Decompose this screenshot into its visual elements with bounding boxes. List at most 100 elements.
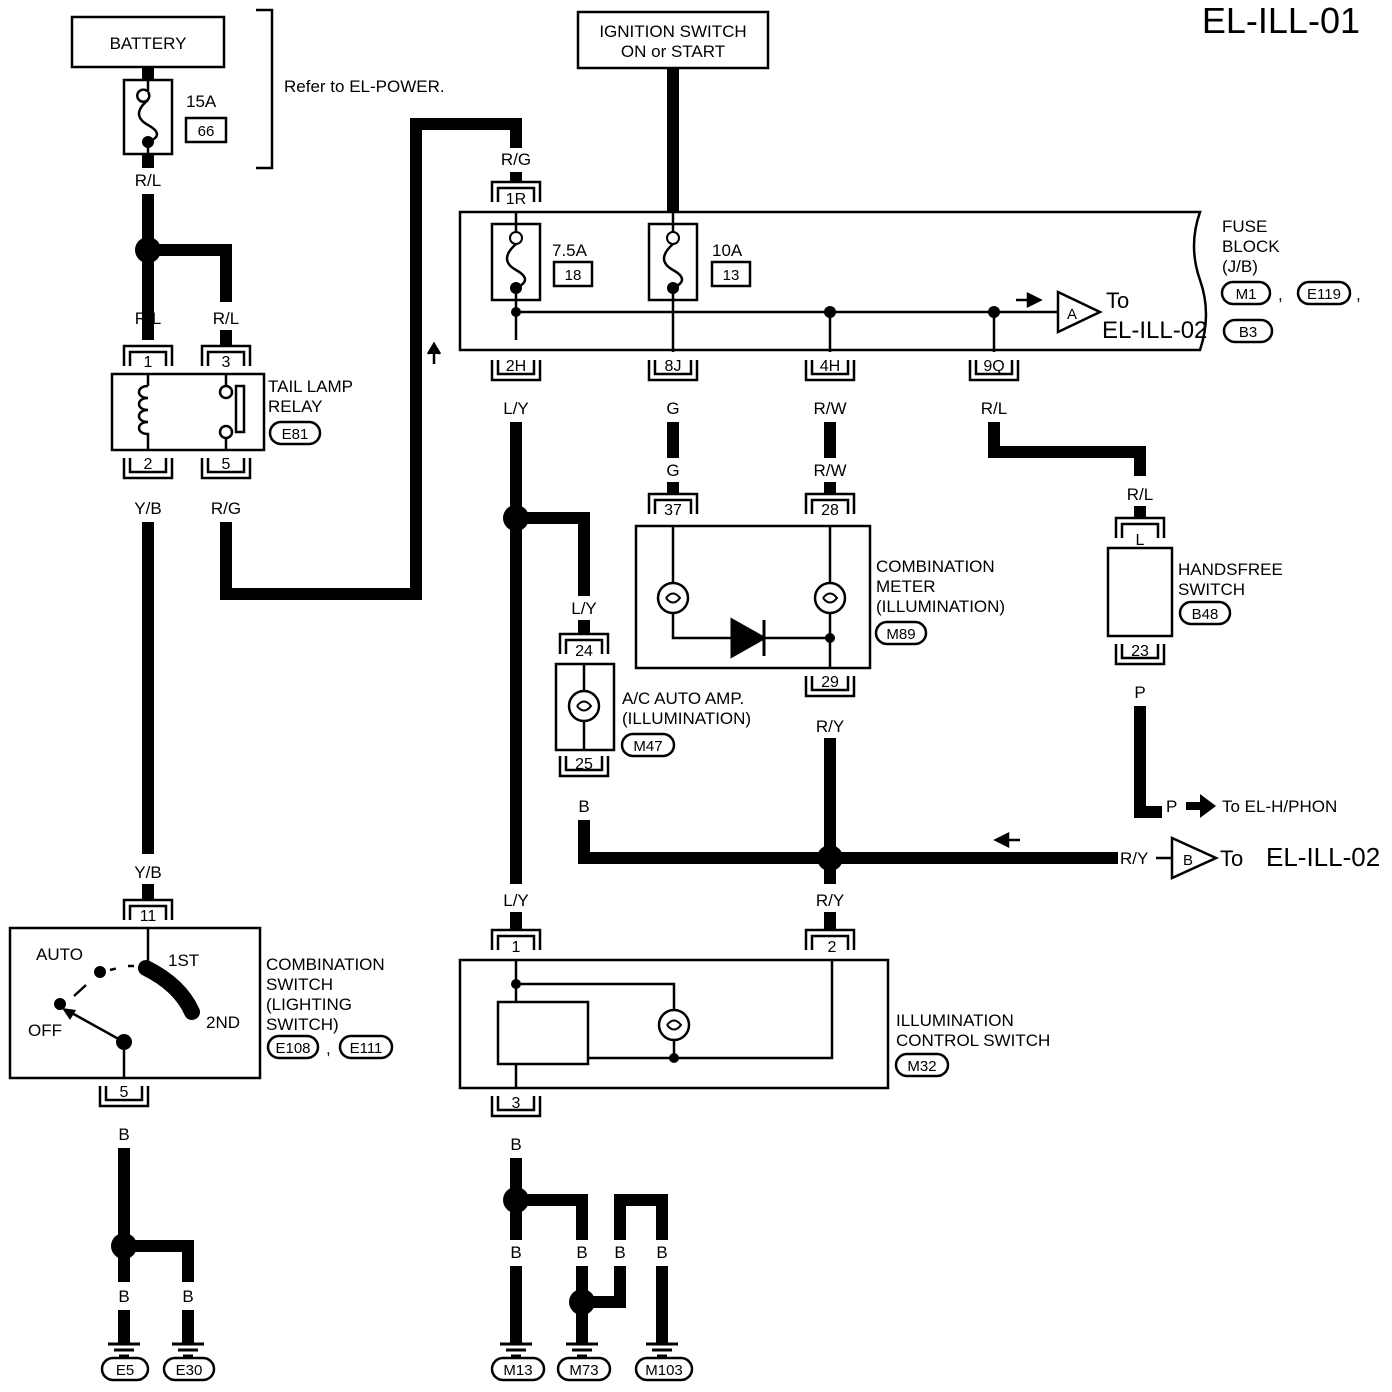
ics-rheostat (496, 1000, 590, 1066)
combo-switch-line3: (LIGHTING (266, 995, 352, 1014)
handsfree-switch (1106, 546, 1174, 638)
wire-ly-ics: L/Y (503, 891, 529, 910)
fb-pin-4h: 4H (820, 358, 840, 375)
wire-ly-a: L/Y (503, 399, 529, 418)
wire-rl-top: R/L (135, 171, 161, 190)
combo-switch-pin-11: 11 (140, 908, 157, 925)
ics-pin-1: 1 (512, 939, 521, 956)
meter-line2: METER (876, 577, 936, 596)
ac-line2: (ILLUMINATION) (622, 709, 751, 728)
combo-switch-line2: SWITCH (266, 975, 333, 994)
offpage-a-letter: A (1067, 306, 1077, 323)
wire-ry-b: R/Y (1120, 849, 1148, 868)
wire-b-m13: B (510, 1243, 521, 1262)
fb-conn-e119: E119 (1307, 286, 1341, 303)
hf-pin-23: 23 (1131, 643, 1149, 660)
meter-line3: (ILLUMINATION) (876, 597, 1005, 616)
ics-line2: CONTROL SWITCH (896, 1031, 1050, 1050)
wire-b-m73b: B (614, 1243, 625, 1262)
wire-ry-ics: R/Y (816, 891, 844, 910)
refer-note: Refer to EL-POWER. (284, 77, 445, 96)
offpage-b-target: EL-ILL-02 (1266, 842, 1380, 872)
pos-2nd: 2ND (206, 1013, 240, 1032)
flow-arrow-left-b (993, 831, 1020, 849)
pos-auto: AUTO (36, 945, 83, 964)
fb-pin-8j: 8J (665, 358, 682, 375)
flow-arrow-right-a (1016, 291, 1043, 309)
relay-pin-5: 5 (222, 456, 231, 473)
battery-label: BATTERY (110, 34, 187, 53)
combo-switch-conn-2: E111 (350, 1040, 383, 1057)
ground-e30: E30 (176, 1362, 203, 1379)
combo-switch-conn-1: E108 (275, 1040, 310, 1057)
ground-e5: E5 (116, 1362, 134, 1379)
ground-m13: M13 (503, 1362, 532, 1379)
meter-pin-28: 28 (821, 502, 839, 519)
wire-rw-b: R/W (813, 461, 846, 480)
fb-sep-1: , (1278, 285, 1283, 304)
hf-line1: HANDSFREE (1178, 560, 1283, 579)
fuse-block-line1: FUSE (1222, 217, 1267, 236)
tail-relay-line1: TAIL LAMP (268, 377, 353, 396)
fuse-b-no: 13 (723, 267, 740, 284)
wire-rw-a: R/W (813, 399, 846, 418)
pos-1st: 1ST (168, 951, 199, 970)
wire-p-b: P (1166, 797, 1177, 816)
wire-ly-ac: L/Y (571, 599, 597, 618)
offpage-a-triangle (1056, 290, 1103, 334)
ignition-line1: IGNITION SWITCH (599, 22, 746, 41)
wire-g-a: G (666, 399, 679, 418)
ics-pin-2: 2 (828, 939, 837, 956)
fuse-a-amp: 7.5A (552, 241, 588, 260)
fuse-a-no: 18 (565, 267, 582, 284)
offpage-a-to: To (1106, 288, 1129, 313)
wire-yb-b: Y/B (134, 863, 161, 882)
offpage-b-to: To (1220, 846, 1243, 871)
wire-b-m103: B (656, 1243, 667, 1262)
wire-rl-b: R/L (213, 309, 239, 328)
hf-connector: B48 (1192, 606, 1219, 623)
ac-pin-24: 24 (575, 643, 593, 660)
flow-arrow-up (426, 341, 442, 364)
wire-b-m73: B (576, 1243, 587, 1262)
wire-yb-a: Y/B (134, 499, 161, 518)
relay-pin-2: 2 (144, 456, 153, 473)
offpage-b-letter: B (1183, 852, 1193, 869)
hf-line2: SWITCH (1178, 580, 1245, 599)
wire-rl-a: R/L (135, 309, 161, 328)
ics-line1: ILLUMINATION (896, 1011, 1014, 1030)
fb-pin-2h: 2H (506, 358, 526, 375)
hf-pin-l: L (1136, 532, 1145, 549)
fuse-b-amp: 10A (712, 241, 743, 260)
hf-to-text: To EL-H/PHON (1222, 797, 1337, 816)
wire-b-cs: B (118, 1125, 129, 1144)
wire-b-ac: B (578, 797, 589, 816)
combo-switch-line1: COMBINATION (266, 955, 385, 974)
fb-pin-9q: 9Q (983, 358, 1004, 375)
wire-b-ics: B (510, 1135, 521, 1154)
battery-fuse-no: 66 (198, 123, 215, 140)
ics-connector: M32 (907, 1058, 936, 1075)
wire-b-e5: B (118, 1287, 129, 1306)
page-id: EL-ILL-01 (1202, 0, 1360, 41)
tail-relay-line2: RELAY (268, 397, 323, 416)
fb-conn-m1: M1 (1236, 286, 1257, 303)
relay-pin-1: 1 (144, 354, 153, 371)
tail-relay-connector: E81 (282, 426, 309, 443)
fuse-block-line2: BLOCK (1222, 237, 1280, 256)
meter-pin-29: 29 (821, 674, 839, 691)
wire-rl-hf: R/L (1127, 485, 1153, 504)
ac-line1: A/C AUTO AMP. (622, 689, 744, 708)
wire-g-b: G (666, 461, 679, 480)
ignition-line2: ON or START (621, 42, 725, 61)
fb-sep-2: , (1356, 285, 1361, 304)
fuse-block (458, 210, 1208, 352)
hphon-arrow (1186, 794, 1216, 818)
combo-switch-line4: SWITCH) (266, 1015, 339, 1034)
wire-b-e30: B (182, 1287, 193, 1306)
combination-switch (8, 926, 262, 1080)
refer-bracket (256, 8, 274, 170)
combo-switch-pin-5: 5 (120, 1084, 129, 1101)
